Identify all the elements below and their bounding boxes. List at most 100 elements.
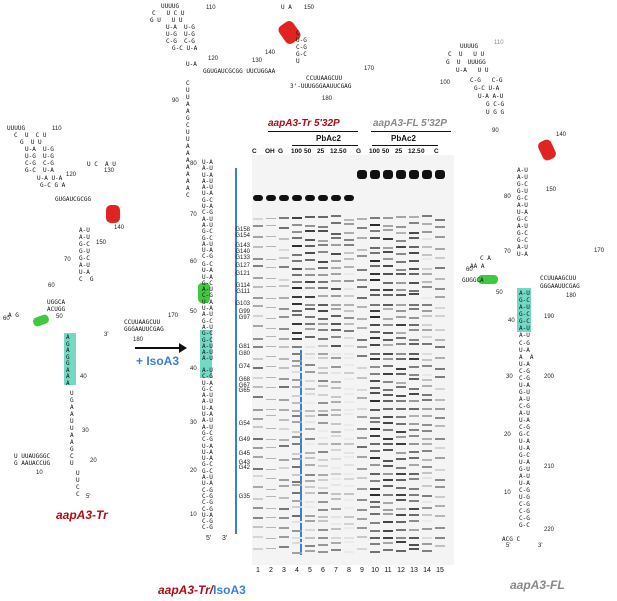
gel-band bbox=[409, 428, 419, 431]
gel-band bbox=[305, 335, 315, 338]
gel-band bbox=[292, 529, 302, 532]
gel-band bbox=[292, 473, 302, 476]
gel-band bbox=[422, 303, 432, 306]
nt-block: G U UUUGG bbox=[446, 59, 486, 66]
gel-band bbox=[318, 229, 328, 232]
gel-band bbox=[370, 278, 380, 281]
pos-label: 120 bbox=[66, 172, 77, 178]
gel-band bbox=[422, 550, 432, 553]
band-label: G67 bbox=[238, 383, 250, 389]
gel-band bbox=[396, 458, 406, 461]
lane-number: 1 bbox=[256, 567, 260, 574]
nt-block: G-C U-A bbox=[172, 45, 198, 52]
gel-band bbox=[266, 398, 276, 400]
gel-band bbox=[344, 317, 354, 320]
gel-band bbox=[292, 296, 302, 299]
gel-band bbox=[409, 323, 419, 326]
gel-band bbox=[409, 366, 419, 369]
gel-band bbox=[435, 545, 445, 548]
gel-band bbox=[253, 225, 263, 228]
gel-band bbox=[422, 407, 432, 410]
gel-band bbox=[266, 286, 276, 288]
gel-band bbox=[396, 293, 406, 296]
gel-band bbox=[435, 257, 445, 260]
gel-band bbox=[292, 253, 302, 256]
band-label: G143 bbox=[235, 243, 250, 249]
nt-block: 3'-UUUGGGAAUUCGAG bbox=[290, 83, 352, 90]
gel-band bbox=[370, 352, 380, 355]
gel-band bbox=[344, 251, 354, 254]
gel-band bbox=[318, 515, 328, 518]
gel-band bbox=[331, 308, 341, 311]
nt-block: G-C U-A bbox=[474, 85, 500, 92]
gel-band bbox=[396, 399, 406, 402]
gel-band bbox=[370, 505, 380, 508]
gel-band bbox=[357, 517, 367, 520]
gel-band bbox=[266, 516, 276, 518]
gel-band bbox=[331, 357, 341, 360]
gel-band bbox=[370, 365, 380, 368]
gel-band bbox=[435, 226, 445, 229]
gel-lane bbox=[396, 155, 406, 565]
nt-block: AGAGGAAA bbox=[66, 334, 70, 387]
gel-band bbox=[435, 235, 445, 238]
gel-band bbox=[331, 371, 341, 374]
gel-band bbox=[422, 385, 432, 388]
gel-band bbox=[253, 246, 263, 249]
gel-band bbox=[305, 287, 315, 290]
gel-band bbox=[409, 487, 419, 490]
gel-band bbox=[266, 366, 276, 368]
gel-band bbox=[292, 281, 302, 284]
middle-structure-title: aapA3-Tr/IsoA3 bbox=[158, 583, 246, 597]
lane-number: 3 bbox=[282, 567, 286, 574]
gel-band bbox=[409, 281, 419, 284]
gel-band bbox=[422, 430, 432, 433]
lane-header: G bbox=[278, 148, 284, 155]
pos-label: 140 bbox=[265, 50, 276, 56]
gel-band bbox=[253, 305, 263, 308]
gel-lane bbox=[344, 155, 354, 565]
gel-band bbox=[331, 473, 341, 476]
gel-band bbox=[357, 536, 367, 539]
gel-band bbox=[292, 216, 302, 219]
gel-band bbox=[344, 388, 354, 391]
gel-band bbox=[344, 401, 354, 404]
gel-band bbox=[409, 543, 419, 546]
gel-band bbox=[305, 328, 315, 331]
gel-band bbox=[383, 224, 393, 227]
gel-band bbox=[422, 222, 432, 225]
gel-band bbox=[409, 170, 419, 179]
gel-band bbox=[409, 215, 419, 218]
gel-band bbox=[383, 273, 393, 276]
gel-band bbox=[292, 402, 302, 405]
gel-band bbox=[396, 232, 406, 235]
gel-band bbox=[435, 478, 445, 481]
gel-band bbox=[370, 421, 380, 424]
gel-band bbox=[318, 310, 328, 313]
gel-band bbox=[266, 267, 276, 269]
gel-band bbox=[318, 280, 328, 283]
gel-band bbox=[292, 371, 302, 374]
gel-band bbox=[409, 378, 419, 381]
gel-band bbox=[435, 526, 445, 529]
gel-band bbox=[344, 378, 354, 381]
gel-band bbox=[383, 421, 393, 424]
gel-band bbox=[396, 395, 406, 398]
gel-band bbox=[279, 338, 289, 341]
gel-band bbox=[409, 222, 419, 225]
gel-band bbox=[292, 310, 302, 313]
gel-band bbox=[279, 328, 289, 331]
gel-band bbox=[253, 195, 263, 201]
pos-label: 200 bbox=[544, 374, 555, 380]
pos-label: 20 bbox=[504, 432, 511, 438]
lane-header: 12.5 bbox=[330, 148, 343, 155]
nt-block: G-U bbox=[79, 248, 90, 255]
pos-label: 20 bbox=[190, 468, 197, 474]
gel-band bbox=[409, 494, 419, 497]
pos-label: 10 bbox=[504, 490, 511, 496]
gel-band bbox=[383, 502, 393, 505]
pos-label: 40 bbox=[508, 318, 515, 324]
gel-band bbox=[422, 500, 432, 503]
gel-band bbox=[409, 548, 419, 551]
gel-band bbox=[253, 447, 263, 450]
